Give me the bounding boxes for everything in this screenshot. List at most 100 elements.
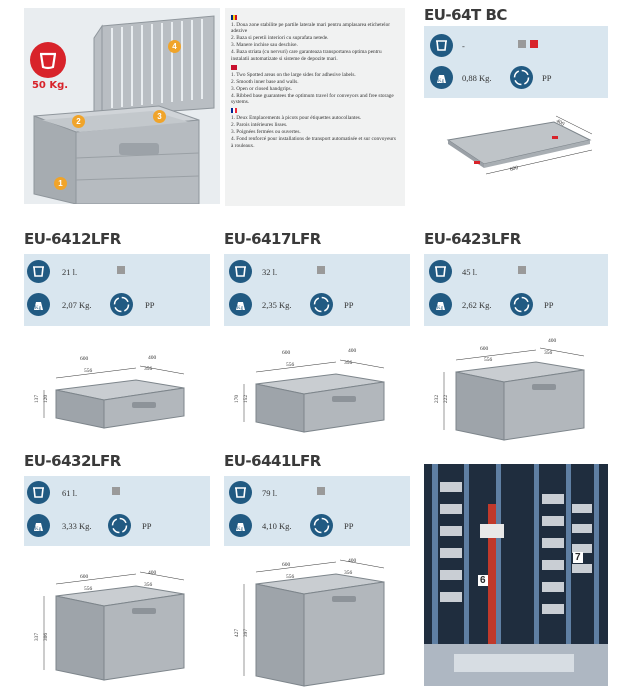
french-flag-icon xyxy=(231,108,237,114)
dim-label: 600 xyxy=(80,356,89,362)
uk-flag-icon xyxy=(231,64,237,70)
dim-label: 137 xyxy=(34,394,41,404)
note-en-4: 4. Ribbed base guarantees the optimum tr… xyxy=(231,92,394,106)
dim-label: 400 xyxy=(348,558,357,564)
svg-text:Kg: Kg xyxy=(437,306,444,311)
product-title: EU-64T BC xyxy=(424,6,507,24)
callout-4: 4 xyxy=(168,40,181,53)
dim-label: 400 xyxy=(148,570,157,576)
aisle-number-6: 6 xyxy=(478,575,488,586)
dim-label: 400 xyxy=(148,355,157,361)
svg-text:Kg: Kg xyxy=(438,79,445,84)
product-title: EU-6423LFR xyxy=(424,230,521,248)
material-label: PP xyxy=(145,300,155,310)
crate-drawing xyxy=(36,346,186,441)
product-title: EU-6412LFR xyxy=(24,230,121,248)
volume-value: 79 l. xyxy=(262,488,278,498)
product-title: EU-6441LFR xyxy=(224,452,321,470)
dim-label: 232 xyxy=(434,394,441,404)
weight-value: 4,10 Kg. xyxy=(262,521,292,531)
dim-label: 600 xyxy=(282,562,291,568)
weight-icon: Kg xyxy=(429,293,452,316)
color-grey-swatch xyxy=(112,487,120,495)
note-en-3: 3. Open or closed handgrips. xyxy=(231,85,292,92)
dim-label: 120 xyxy=(43,394,50,404)
color-grey-swatch xyxy=(317,487,325,495)
volume-icon xyxy=(429,260,452,283)
svg-text:Kg: Kg xyxy=(35,527,42,532)
recycle-icon xyxy=(510,66,533,89)
note-ro-4: 4. Baza striata (cu nervuri) care garant… xyxy=(231,49,382,62)
recycle-icon xyxy=(510,293,533,316)
dim-label: 397 xyxy=(243,628,250,638)
dim-label: 556 xyxy=(286,362,295,368)
recycle-icon xyxy=(310,293,333,316)
weight-value: 2,62 Kg. xyxy=(462,300,492,310)
volume-value: - xyxy=(462,41,465,51)
weight-value: 2,07 Kg. xyxy=(62,300,92,310)
product-title: EU-6417LFR xyxy=(224,230,321,248)
color-red-swatch xyxy=(530,40,538,48)
aisle-number-7: 7 xyxy=(573,552,583,563)
dim-label: 356 xyxy=(544,350,553,356)
dim-label: 600 xyxy=(80,574,89,580)
weight-icon: Kg xyxy=(27,293,50,316)
weight-icon: Kg xyxy=(229,293,252,316)
volume-icon xyxy=(27,260,50,283)
callout-3: 3 xyxy=(153,110,166,123)
volume-value: 45 l. xyxy=(462,267,478,277)
volume-icon xyxy=(430,34,453,57)
dim-label: 556 xyxy=(484,357,493,363)
weight-value: 3,33 Kg. xyxy=(62,521,92,531)
recycle-icon xyxy=(310,514,333,537)
svg-text:Kg: Kg xyxy=(35,306,42,311)
dim-label: 356 xyxy=(144,582,153,588)
color-grey-swatch xyxy=(518,266,526,274)
lid-drawing xyxy=(444,112,594,189)
note-ro-3: 3. Manere inchise sau deschise. xyxy=(231,42,298,49)
volume-icon xyxy=(229,481,252,504)
crate-drawing xyxy=(236,556,386,695)
romanian-flag-icon xyxy=(231,15,237,20)
volume-value: 61 l. xyxy=(62,488,78,498)
dim-label: 600 xyxy=(282,350,291,356)
material-label: PP xyxy=(344,300,354,310)
weight-badge-icon xyxy=(30,42,66,78)
warehouse-photo xyxy=(424,464,608,686)
dim-label: 337 xyxy=(34,632,41,642)
callout-1: 1 xyxy=(54,177,67,190)
color-grey-swatch xyxy=(518,40,526,48)
dim-label: 400 xyxy=(348,348,357,354)
svg-text:Kg: Kg xyxy=(237,306,244,311)
material-label: PP xyxy=(344,521,354,531)
weight-icon: Kg xyxy=(430,66,453,89)
volume-icon xyxy=(229,260,252,283)
color-grey-swatch xyxy=(317,266,325,274)
dim-label: 170 xyxy=(234,394,241,404)
recycle-icon xyxy=(110,293,133,316)
weight-value: 2,35 Kg. xyxy=(262,300,292,310)
dim-label: 356 xyxy=(144,366,153,372)
weight-icon: Kg xyxy=(229,514,252,537)
note-fr-4: 4. Fond renforcé pour installations de t… xyxy=(231,136,396,149)
dim-label: 356 xyxy=(344,570,353,576)
dim-label: 556 xyxy=(84,368,93,374)
material-label: PP xyxy=(544,300,554,310)
dim-label: 152 xyxy=(243,394,250,404)
feature-notes: 1. Doua zone stabilite pe partile latera… xyxy=(225,8,405,206)
note-fr-3: 3. Poignées fermées ou ouvertes. xyxy=(231,129,301,136)
dim-label: 306 xyxy=(43,632,50,642)
weight-badge-label: 50 Kg. xyxy=(31,80,69,91)
crate-drawing xyxy=(236,344,386,445)
weight-icon: Kg xyxy=(27,514,50,537)
dim-label: 556 xyxy=(286,574,295,580)
material-label: PP xyxy=(142,521,152,531)
note-en-2: 2. Smooth inner base and walls. xyxy=(231,78,299,85)
note-fr-2: 2. Parois intérieures lisses. xyxy=(231,122,288,129)
note-en-1: 1. Two Spotted areas on the large sides … xyxy=(231,71,356,78)
note-ro-2: 2. Baza si peretii interiori cu suprafat… xyxy=(231,35,329,42)
callout-2: 2 xyxy=(72,115,85,128)
volume-icon xyxy=(27,481,50,504)
dim-label: 400 xyxy=(548,338,557,344)
product-title: EU-6432LFR xyxy=(24,452,121,470)
